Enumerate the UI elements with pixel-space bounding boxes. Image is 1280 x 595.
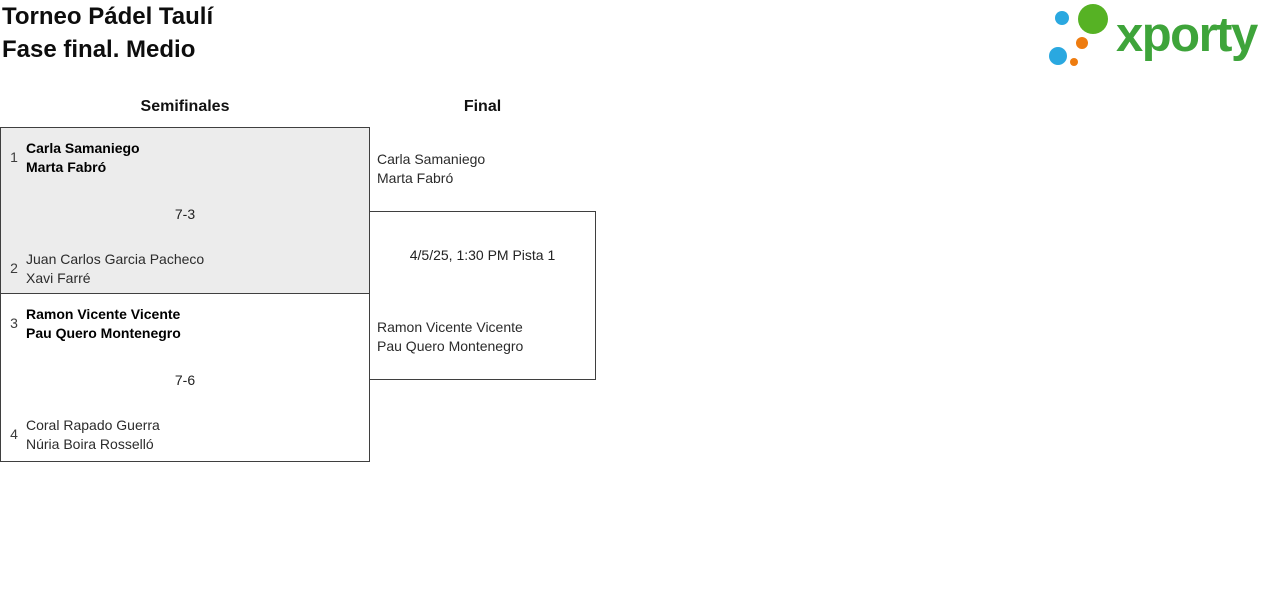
team-name-winner: Carla Samaniego Marta Fabró: [26, 139, 140, 177]
player-name: Ramon Vicente Vicente: [26, 306, 181, 322]
team-name: Juan Carlos Garcia Pacheco Xavi Farré: [26, 250, 204, 288]
player-name: Pau Quero Montenegro: [377, 338, 524, 354]
final-team-top: Carla Samaniego Marta Fabró: [377, 150, 485, 188]
phase-subtitle: Fase final. Medio: [2, 36, 196, 63]
player-name: Xavi Farré: [26, 270, 91, 286]
team-name: Coral Rapado Guerra Núria Boira Rosselló: [26, 416, 160, 454]
match-score: 7-3: [174, 206, 196, 222]
logo-dot-green-large-icon: [1078, 4, 1108, 34]
player-name: Marta Fabró: [26, 159, 107, 175]
match-semifinal-2: 3 Ramon Vicente Vicente Pau Quero Monten…: [0, 293, 370, 462]
seed-number: 4: [10, 426, 18, 442]
xporty-logo[interactable]: xporty: [1048, 2, 1258, 68]
player-name: Pau Quero Montenegro: [26, 325, 181, 341]
logo-dots-icon: [1049, 4, 1108, 66]
logo-dot-blue-medium-icon: [1049, 47, 1067, 65]
player-name: Carla Samaniego: [26, 140, 140, 156]
round-header-final: Final: [463, 98, 502, 115]
logo-dot-orange-icon: [1076, 37, 1088, 49]
match-score: 7-6: [174, 372, 196, 388]
match-semifinal-1: 1 Carla Samaniego Marta Fabró 7-3 2 Juan…: [0, 127, 370, 294]
round-header-semifinals: Semifinales: [140, 98, 230, 115]
logo-dot-orange-tiny-icon: [1070, 58, 1078, 66]
seed-number: 2: [10, 260, 18, 276]
player-name: Núria Boira Rosselló: [26, 436, 154, 452]
final-team-bottom: Ramon Vicente Vicente Pau Quero Monteneg…: [377, 318, 523, 356]
player-name: Coral Rapado Guerra: [26, 417, 160, 433]
match-final-box: [369, 211, 596, 380]
logo-wordmark: xporty: [1116, 7, 1258, 62]
player-name: Ramon Vicente Vicente: [377, 319, 523, 335]
tournament-title: Torneo Pádel Taulí: [2, 3, 214, 30]
seed-number: 3: [10, 315, 18, 331]
team-name-winner: Ramon Vicente Vicente Pau Quero Monteneg…: [26, 305, 181, 343]
player-name: Juan Carlos Garcia Pacheco: [26, 251, 205, 267]
player-name: Carla Samaniego: [377, 151, 486, 167]
logo-dot-blue-small-icon: [1055, 11, 1069, 25]
player-name: Marta Fabró: [377, 170, 454, 186]
seed-number: 1: [10, 149, 18, 165]
final-match-info: 4/5/25, 1:30 PM Pista 1: [409, 247, 556, 263]
